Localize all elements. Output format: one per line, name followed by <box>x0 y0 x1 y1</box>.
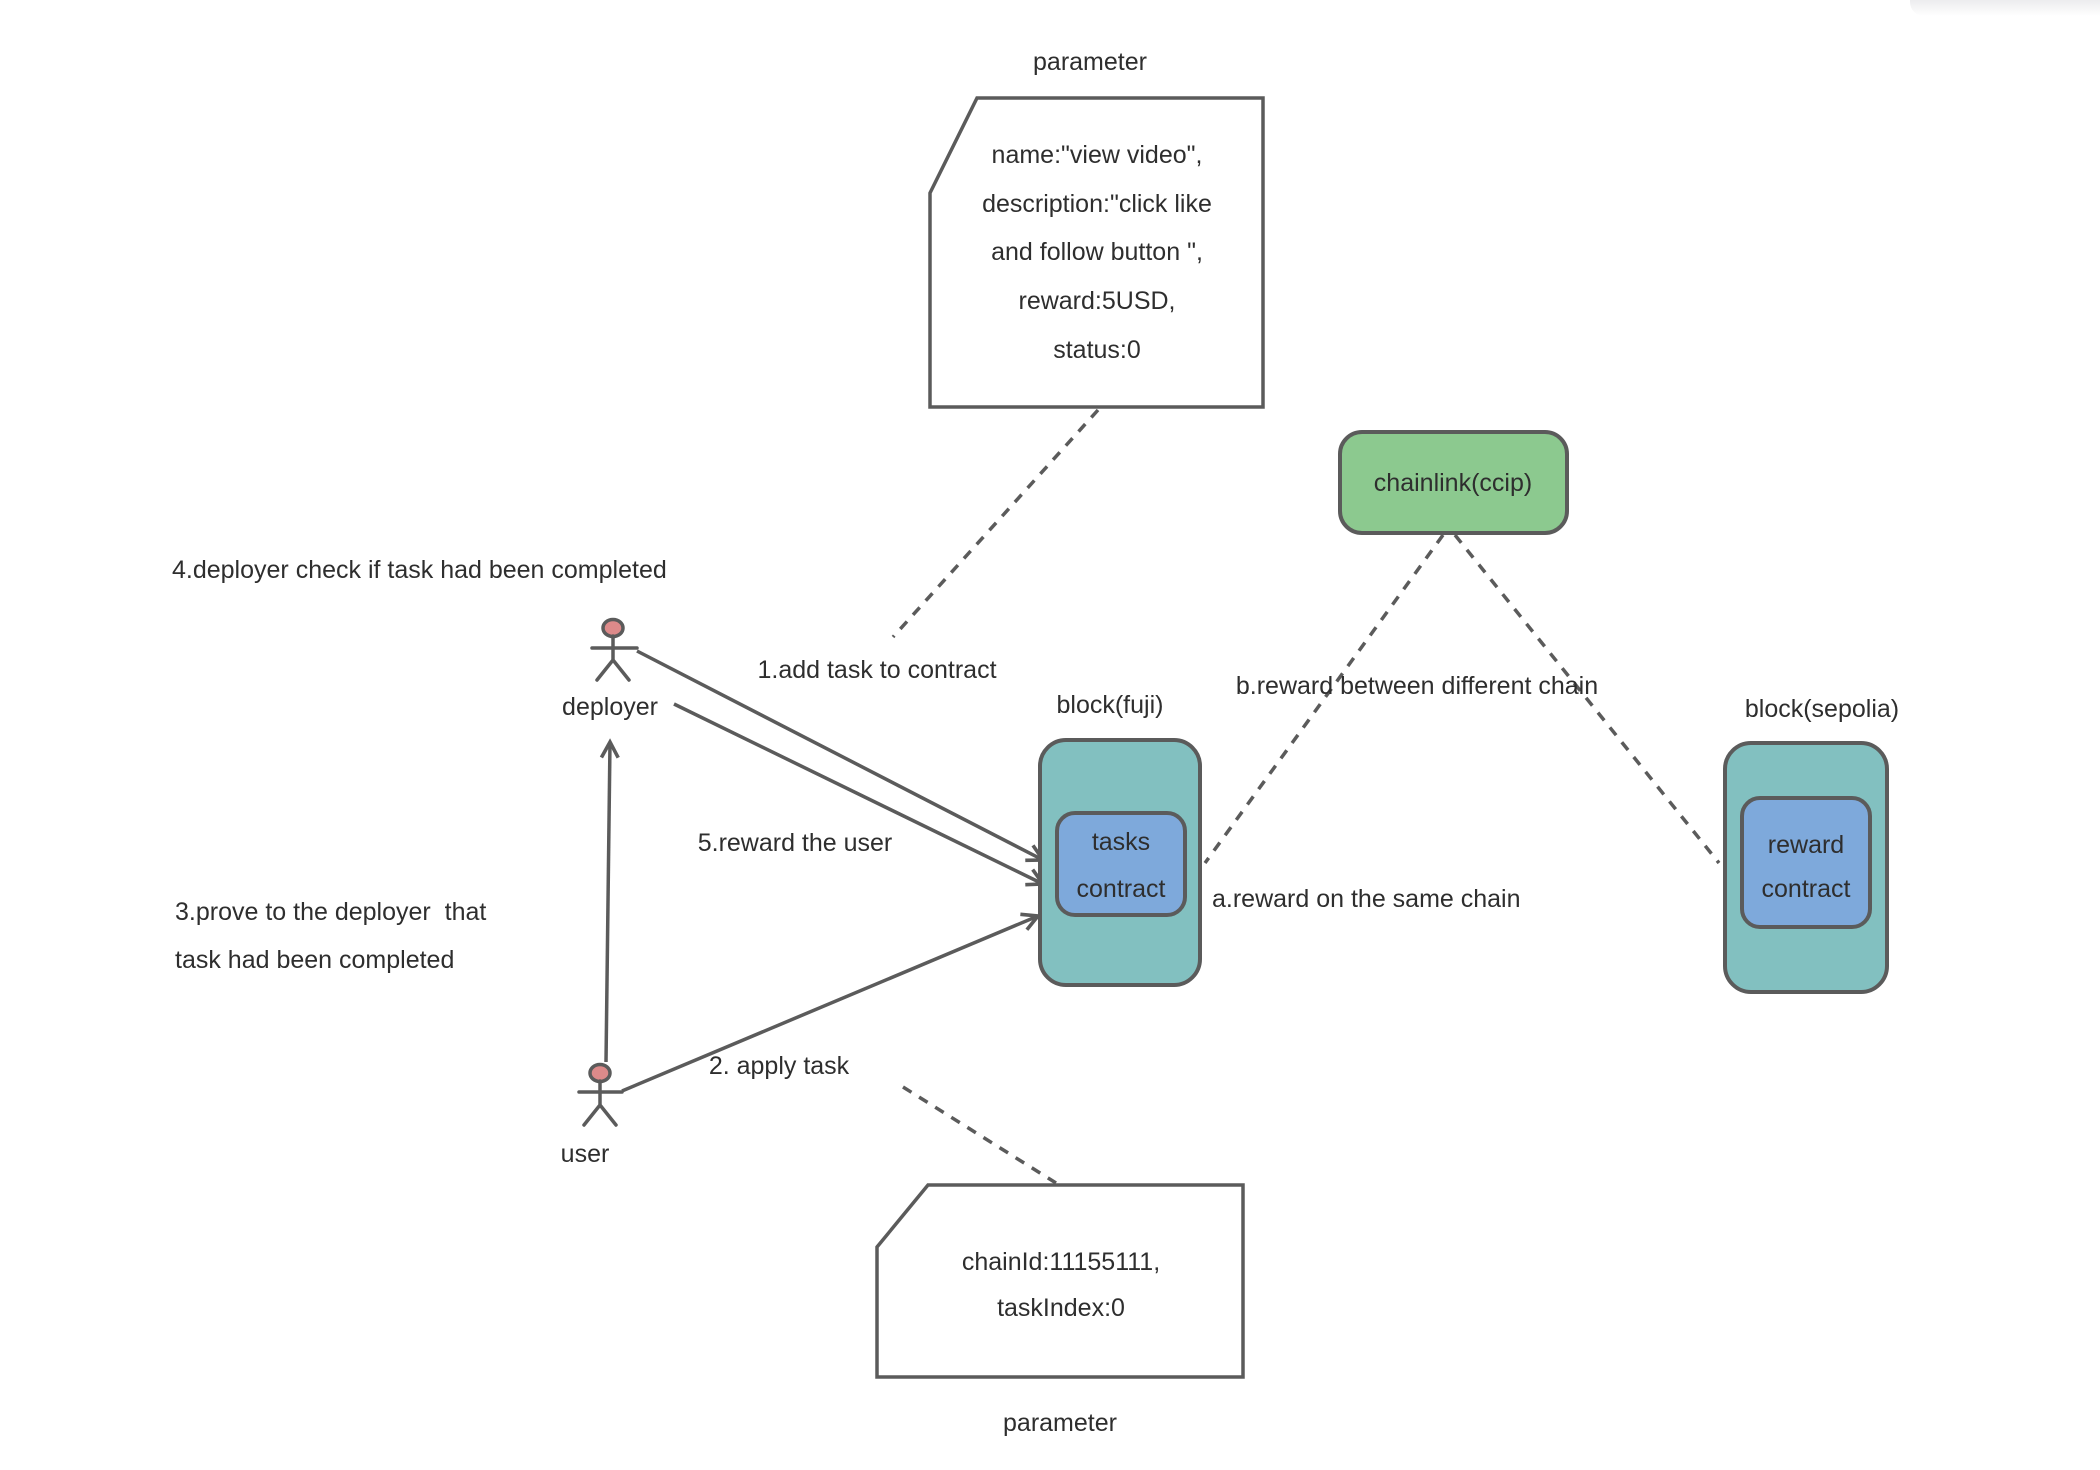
node-chainlink-ccip[interactable]: chainlink(ccip) <box>1338 430 1569 535</box>
user-label: user <box>561 1140 610 1168</box>
label-apply-task[interactable]: 2. apply task <box>709 1052 850 1080</box>
arrow-add-task[interactable] <box>636 649 1047 863</box>
chainlink-label: chainlink(ccip) <box>1374 469 1532 497</box>
label-same-chain[interactable]: a.reward on the same chain <box>1212 885 1521 913</box>
note-top-line: status:0 <box>1053 336 1141 364</box>
block-sepolia-label: block(sepolia) <box>1745 695 1899 723</box>
chainlink-box[interactable] <box>1338 430 1569 535</box>
note-bottom-line: taskIndex:0 <box>997 1294 1125 1322</box>
actor-deployer[interactable]: deployer <box>562 617 658 722</box>
note-top-line: and follow button ", <box>991 238 1203 266</box>
label-diff-chain[interactable]: b.reward between different chain <box>1236 672 1598 700</box>
actor-user[interactable]: user <box>561 1062 624 1169</box>
note-top-line: name:"view video", <box>992 141 1203 169</box>
connector-apply-task-to-note-bottom[interactable] <box>902 1085 1057 1185</box>
reward-contract-line2: contract <box>1762 875 1851 903</box>
tasks-contract-line2: contract <box>1077 875 1166 903</box>
note-bottom-line: chainId:11155111, <box>962 1248 1160 1276</box>
label-prove-line2[interactable]: task had been completed <box>175 946 454 974</box>
user-head-icon <box>588 1062 612 1084</box>
note-top-line: description:"click like <box>982 190 1212 218</box>
note-bottom-shape[interactable] <box>875 1183 1245 1379</box>
deployer-label: deployer <box>562 693 658 721</box>
note-top-parameter[interactable]: parameter name:"view video", description… <box>928 48 1265 409</box>
label-reward-user[interactable]: 5.reward the user <box>698 829 893 857</box>
connector-chainlink-to-sepolia[interactable] <box>1453 533 1721 865</box>
deployer-head-icon <box>601 617 625 639</box>
arrow-reward-user[interactable] <box>673 702 1047 887</box>
arrow-apply-task[interactable] <box>621 912 1042 1093</box>
note-top-shape[interactable] <box>928 96 1265 409</box>
tasks-contract-line1: tasks <box>1092 828 1150 856</box>
node-block-sepolia[interactable]: block(sepolia) reward contract <box>1723 695 1899 994</box>
deployer-figure-icon <box>590 634 639 682</box>
note-top-title: parameter <box>1033 48 1147 76</box>
arrow-prove-user-to-deployer[interactable] <box>599 738 620 1063</box>
reward-contract-line1: reward <box>1768 831 1844 859</box>
note-bottom-parameter[interactable]: chainId:11155111, taskIndex:0 parameter <box>875 1183 1245 1437</box>
window-corner-artifact <box>1910 0 2100 16</box>
tasks-contract-box[interactable] <box>1055 811 1187 917</box>
user-figure-icon <box>577 1079 624 1127</box>
note-top-line: reward:5USD, <box>1019 287 1176 315</box>
label-deployer-check[interactable]: 4.deployer check if task had been comple… <box>172 556 667 584</box>
connector-note-top-to-add-task[interactable] <box>891 408 1100 639</box>
block-fuji-label: block(fuji) <box>1057 691 1164 719</box>
node-block-fuji[interactable]: block(fuji) tasks contract <box>1038 691 1202 987</box>
reward-contract-box[interactable] <box>1740 796 1872 929</box>
label-prove-line1[interactable]: 3.prove to the deployer that <box>175 898 486 926</box>
label-add-task[interactable]: 1.add task to contract <box>757 656 996 684</box>
note-bottom-title: parameter <box>1003 1409 1117 1437</box>
